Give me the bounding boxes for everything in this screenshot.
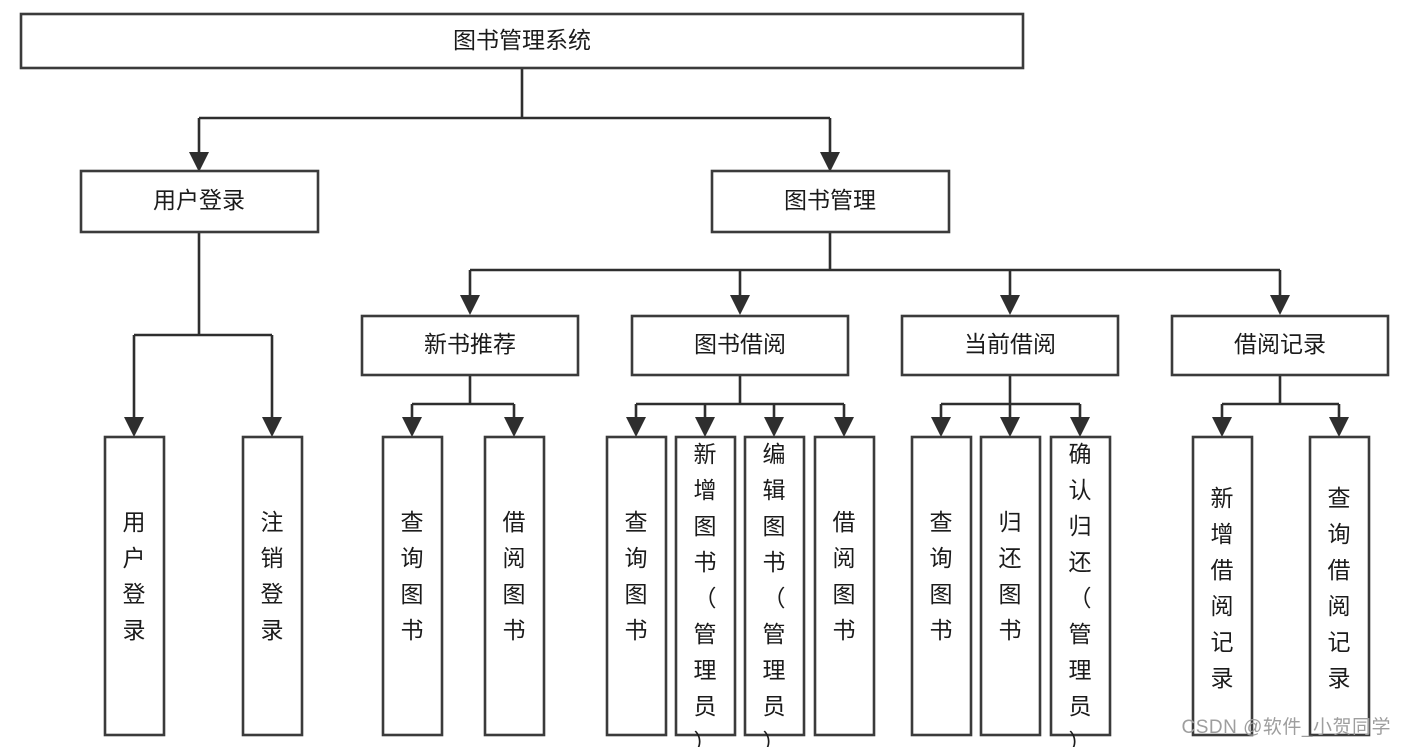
node-leaf-borrow-book-2-box[interactable] <box>813 435 876 737</box>
node-root-box[interactable] <box>19 12 1025 70</box>
node-book-manage-label: 图书管理 <box>784 187 876 213</box>
node-leaf-add-book[interactable]: 新增图书（管理员） <box>674 435 737 747</box>
node-leaf-query-record[interactable]: 查询借阅记录 <box>1308 435 1371 737</box>
node-leaf-add-book-box[interactable] <box>674 435 737 737</box>
arrow-head-new-book-rec <box>460 295 480 315</box>
node-new-book-rec-box[interactable] <box>360 314 580 377</box>
node-leaf-borrow-book-1-box[interactable] <box>483 435 546 737</box>
node-leaf-logout-login[interactable]: 注销登录 <box>241 435 304 737</box>
node-leaf-borrow-book-1[interactable]: 借阅图书 <box>483 435 546 737</box>
node-leaf-edit-book-label: 编辑图书（管理员） <box>763 441 786 747</box>
node-current-borrow-box[interactable] <box>900 314 1120 377</box>
node-leaf-return-book[interactable]: 归还图书 <box>979 435 1042 737</box>
arrow-head-leaf-query-book-1 <box>402 417 422 437</box>
node-new-book-rec[interactable]: 新书推荐 <box>360 314 580 377</box>
node-book-borrow-box[interactable] <box>630 314 850 377</box>
node-leaf-confirm-return-box[interactable] <box>1049 435 1112 737</box>
node-leaf-add-record[interactable]: 新增借阅记录 <box>1191 435 1254 737</box>
arrow-head-book-manage <box>820 152 840 172</box>
node-leaf-confirm-return-label: 确认归还（管理员） <box>1069 441 1092 747</box>
arrow-head-borrow-record <box>1270 295 1290 315</box>
node-leaf-query-book-3-label: 查询图书 <box>930 509 953 643</box>
node-leaf-edit-book[interactable]: 编辑图书（管理员） <box>743 435 806 747</box>
node-leaf-query-book-2[interactable]: 查询图书 <box>605 435 668 737</box>
node-leaf-query-book-1-label: 查询图书 <box>401 509 424 643</box>
node-leaf-query-book-2-box[interactable] <box>605 435 668 737</box>
node-user-login[interactable]: 用户登录 <box>79 169 320 234</box>
node-user-login-box[interactable] <box>79 169 320 234</box>
node-book-manage[interactable]: 图书管理 <box>710 169 951 234</box>
arrow-head-user-login <box>189 152 209 172</box>
arrow-head-leaf-return-book <box>1000 417 1020 437</box>
node-book-manage-box[interactable] <box>710 169 951 234</box>
node-leaf-query-record-label: 查询借阅记录 <box>1328 485 1351 691</box>
node-leaf-query-record-box[interactable] <box>1308 435 1371 737</box>
node-leaf-query-book-2-label: 查询图书 <box>625 509 648 643</box>
node-leaf-borrow-book-2-label: 借阅图书 <box>833 509 856 643</box>
node-leaf-logout-login-label: 注销登录 <box>261 509 284 643</box>
node-new-book-rec-label: 新书推荐 <box>424 331 516 357</box>
node-leaf-user-login[interactable]: 用户登录 <box>103 435 166 737</box>
arrow-head-leaf-borrow-book-1 <box>504 417 524 437</box>
node-leaf-query-book-3-box[interactable] <box>910 435 973 737</box>
arrow-head-leaf-borrow-book-2 <box>834 417 854 437</box>
arrow-head-leaf-add-record <box>1212 417 1232 437</box>
node-book-borrow[interactable]: 图书借阅 <box>630 314 850 377</box>
node-leaf-query-book-3[interactable]: 查询图书 <box>910 435 973 737</box>
arrow-head-leaf-confirm-return <box>1070 417 1090 437</box>
node-leaf-borrow-book-1-label: 借阅图书 <box>503 509 526 643</box>
node-root[interactable]: 图书管理系统 <box>19 12 1025 70</box>
node-book-borrow-label: 图书借阅 <box>694 331 786 357</box>
node-borrow-record-label: 借阅记录 <box>1234 331 1326 357</box>
node-leaf-confirm-return[interactable]: 确认归还（管理员） <box>1049 435 1112 747</box>
arrow-head-leaf-edit-book <box>764 417 784 437</box>
arrow-head-leaf-query-book-3 <box>931 417 951 437</box>
node-leaf-user-login-box[interactable] <box>103 435 166 737</box>
node-borrow-record-box[interactable] <box>1170 314 1390 377</box>
node-leaf-return-book-box[interactable] <box>979 435 1042 737</box>
arrow-head-leaf-add-book <box>695 417 715 437</box>
arrow-head-current-borrow <box>1000 295 1020 315</box>
node-leaf-borrow-book-2[interactable]: 借阅图书 <box>813 435 876 737</box>
node-leaf-query-book-1[interactable]: 查询图书 <box>381 435 444 737</box>
node-leaf-add-book-label: 新增图书（管理员） <box>694 441 717 747</box>
node-leaf-query-book-1-box[interactable] <box>381 435 444 737</box>
node-leaf-add-record-label: 新增借阅记录 <box>1211 485 1234 691</box>
node-leaf-user-login-label: 用户登录 <box>123 509 146 643</box>
node-borrow-record[interactable]: 借阅记录 <box>1170 314 1390 377</box>
node-leaf-return-book-label: 归还图书 <box>999 509 1022 643</box>
arrow-head-book-borrow <box>730 295 750 315</box>
arrow-head-leaf-query-book-2 <box>626 417 646 437</box>
node-leaf-add-record-box[interactable] <box>1191 435 1254 737</box>
node-root-label: 图书管理系统 <box>453 27 591 53</box>
arrow-head-leaf-logout-login <box>262 417 282 437</box>
arrow-head-leaf-query-record <box>1329 417 1349 437</box>
node-leaf-edit-book-box[interactable] <box>743 435 806 737</box>
node-current-borrow-label: 当前借阅 <box>964 331 1056 357</box>
node-leaf-logout-login-box[interactable] <box>241 435 304 737</box>
node-user-login-label: 用户登录 <box>153 187 245 213</box>
arrow-head-leaf-user-login <box>124 417 144 437</box>
node-current-borrow[interactable]: 当前借阅 <box>900 314 1120 377</box>
connector-layer <box>124 68 1349 437</box>
